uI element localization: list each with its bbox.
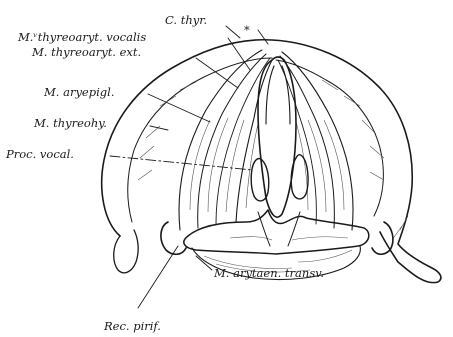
right-muscle-bundle (278, 52, 353, 230)
label-thyreoaryt-ext: M. thyreoaryt. ext. (31, 45, 141, 59)
outer-hatching (138, 80, 408, 240)
leader-thyreoaryt-ext (196, 58, 238, 88)
label-thyreoaryt-vocalis: M.ᵛthyreoaryt. vocalis (17, 30, 146, 44)
leader-rec-pirif (138, 246, 178, 308)
label-rec-pirif: Rec. pirif. (103, 319, 161, 333)
label-arytaen-transv: M. arytaen. transv. (213, 266, 324, 280)
label-aryepigl: M. aryepigl. (43, 85, 114, 99)
left-muscle-bundle (179, 50, 272, 230)
leader-proc-vocal (110, 156, 252, 170)
leader-asterisk (258, 30, 268, 44)
leader-aryepigl (148, 94, 210, 122)
vocal-processes (251, 155, 308, 201)
leader-c-thyr (226, 26, 240, 38)
label-asterisk: * (244, 23, 250, 37)
label-thyreohy: M. thyreohy. (33, 116, 107, 130)
label-c-thyr: C. thyr. (165, 13, 207, 27)
label-proc-vocal: Proc. vocal. (5, 147, 74, 161)
outer-contour (102, 40, 441, 283)
